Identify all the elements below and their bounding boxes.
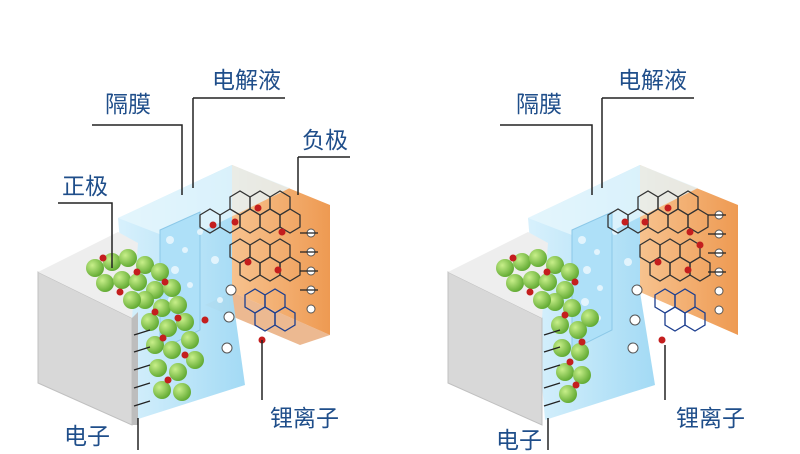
electron-flow-arrows [133,232,318,407]
lithium-ions [509,204,704,389]
label-separator-right: 隔膜 [516,92,562,118]
negative-electrode [640,165,738,335]
left-battery-cell [37,165,330,426]
label-electron-right: 电子 [496,428,542,454]
lithium-ions [99,204,286,384]
cathode-particles [86,249,204,401]
cathode-particles [496,249,599,403]
graphite-layer [199,190,301,332]
label-electrolyte-right: 电解液 [618,68,687,94]
electron-flow-arrows [543,214,726,407]
leader-lines [58,97,694,450]
label-electron-left: 电子 [64,424,110,450]
label-lithium-ion-right: 锂离子 [676,406,745,432]
label-lithium-ion-left: 锂离子 [270,406,339,432]
label-negative-electrode-left: 负极 [302,128,348,154]
label-positive-electrode-left: 正极 [62,174,108,200]
label-electrolyte-left: 电解液 [212,68,281,94]
label-separator-left: 隔膜 [105,92,151,118]
right-battery-cell [447,165,738,426]
graphite-layer [607,190,711,332]
